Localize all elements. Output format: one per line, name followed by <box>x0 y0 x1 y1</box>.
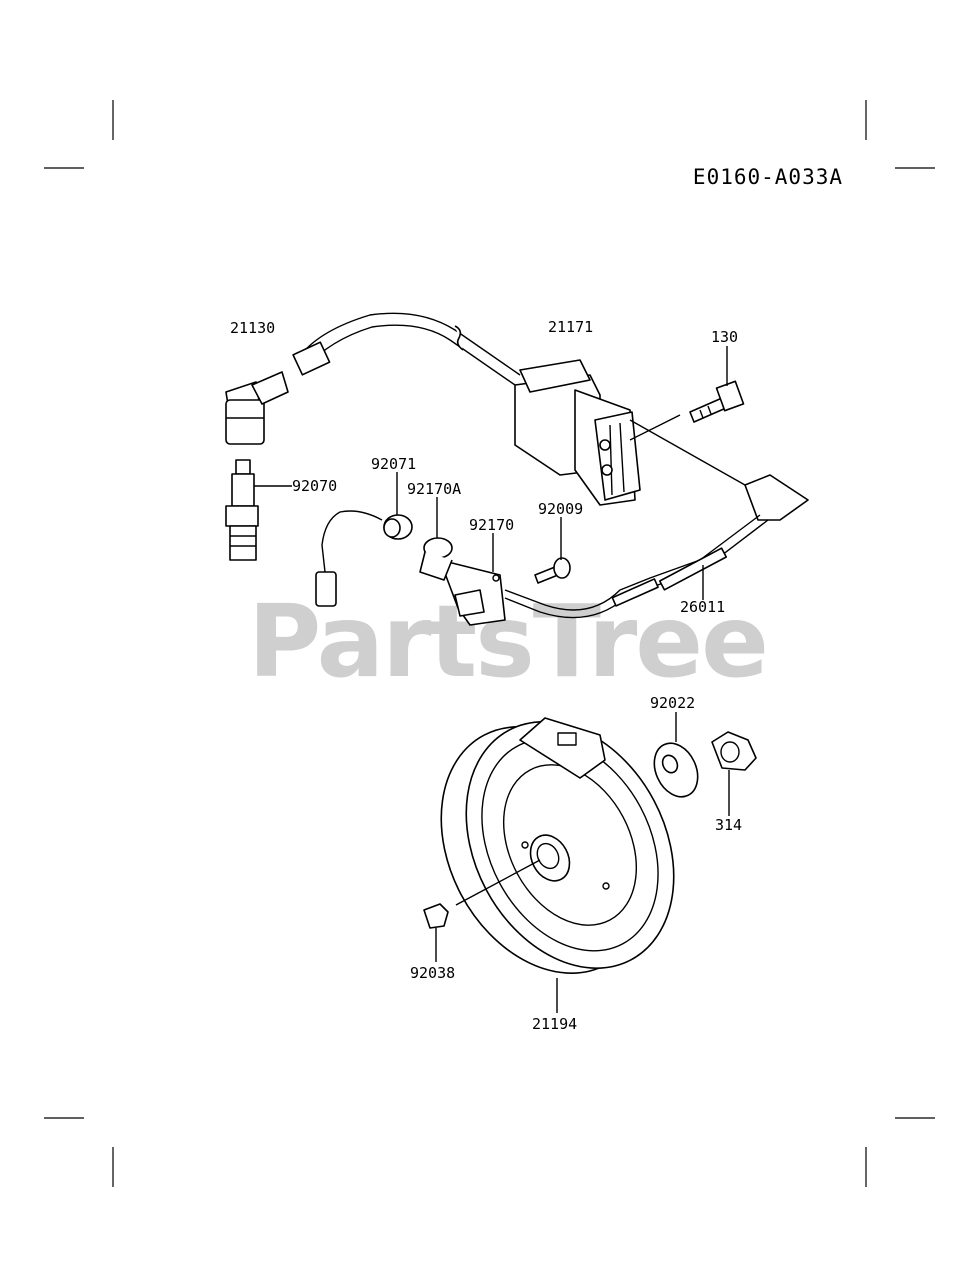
crop-marks <box>44 100 935 1187</box>
label-21194: 21194 <box>532 1015 577 1033</box>
label-92071: 92071 <box>371 455 416 473</box>
clamp-92170A[interactable] <box>419 537 453 581</box>
label-92038: 92038 <box>410 964 455 982</box>
bolt-130[interactable] <box>689 380 745 423</box>
flywheel-21194[interactable] <box>400 686 715 1010</box>
spark-plug-92070[interactable] <box>225 459 259 561</box>
ignition-coil-21171[interactable] <box>514 359 746 506</box>
label-314: 314 <box>715 816 742 834</box>
leader-lines <box>254 346 730 1013</box>
label-92022: 92022 <box>650 694 695 712</box>
woodruff-key-92038[interactable] <box>423 903 449 929</box>
label-130: 130 <box>711 328 738 346</box>
screw-92009[interactable] <box>534 557 571 584</box>
part-labels: 21130 21171 130 92070 92071 92170A 92170… <box>230 318 742 1033</box>
label-26011: 26011 <box>680 598 725 616</box>
label-21130: 21130 <box>230 319 275 337</box>
bracket-92170[interactable] <box>439 559 506 626</box>
diagram-code: E0160-A033A <box>693 165 843 189</box>
label-92170: 92170 <box>469 516 514 534</box>
label-21171: 21171 <box>548 318 593 336</box>
high-tension-lead-21130[interactable] <box>292 312 521 386</box>
label-92170A: 92170A <box>407 480 461 498</box>
nut-314[interactable] <box>711 731 757 771</box>
grommet-92071[interactable] <box>315 510 413 607</box>
washer-92022[interactable] <box>646 736 706 804</box>
spark-plug-cap[interactable] <box>225 371 289 445</box>
label-92009: 92009 <box>538 500 583 518</box>
label-92070: 92070 <box>292 477 337 495</box>
lead-wire-26011[interactable] <box>504 474 809 619</box>
